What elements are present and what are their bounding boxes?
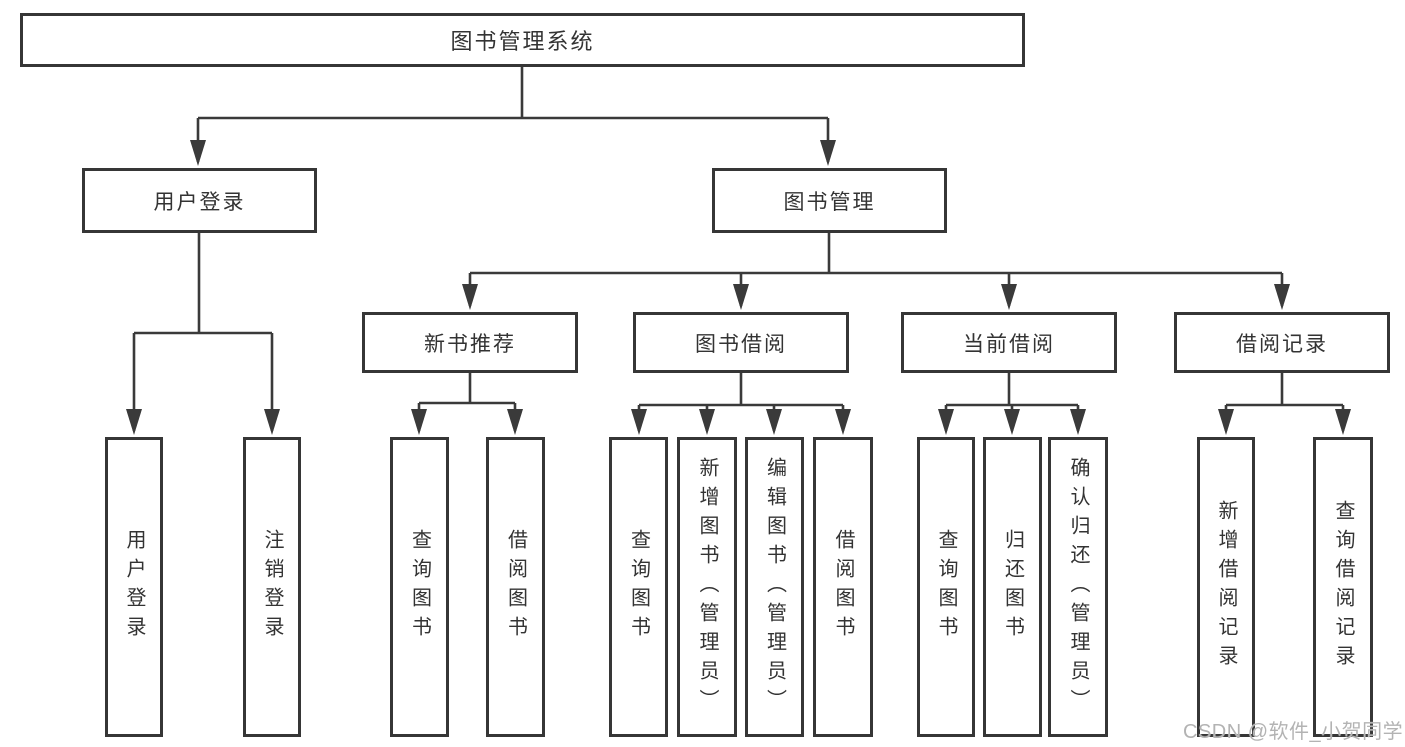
- leaf-nb-query-books-label: 查询图书: [408, 529, 431, 645]
- node-book-mgmt: 图书管理: [712, 168, 947, 233]
- leaf-cb-confirm-return-admin-label: 确认归还（管理员）: [1067, 456, 1089, 718]
- leaf-cb-query-books-label: 查询图书: [935, 529, 957, 645]
- node-root-label: 图书管理系统: [450, 29, 595, 54]
- leaf-br-query-record-label: 查询借阅记录: [1332, 500, 1354, 674]
- node-book-mgmt-label: 图书管理: [783, 190, 876, 214]
- node-borrow-records-label: 借阅记录: [1236, 332, 1328, 356]
- node-user-login: 用户登录: [82, 168, 317, 233]
- node-user-login-label: 用户登录: [153, 190, 246, 214]
- node-current-borrow: 当前借阅: [901, 312, 1117, 373]
- leaf-bb-edit-books-admin: 编辑图书（管理员）: [745, 437, 804, 737]
- node-book-borrow-label: 图书借阅: [695, 332, 787, 356]
- node-current-borrow-label: 当前借阅: [963, 332, 1055, 356]
- leaf-br-add-record: 新增借阅记录: [1197, 437, 1255, 737]
- node-new-book-recommend-label: 新书推荐: [424, 332, 516, 356]
- leaf-bb-borrow-books-label: 借阅图书: [832, 529, 854, 645]
- connectors-book-borrow: [631, 373, 851, 435]
- leaf-nb-query-books: 查询图书: [390, 437, 449, 737]
- leaf-logout-label: 注销登录: [261, 529, 283, 645]
- node-book-borrow: 图书借阅: [633, 312, 849, 373]
- leaf-br-add-record-label: 新增借阅记录: [1215, 500, 1237, 674]
- leaf-bb-add-books-admin-label: 新增图书（管理员）: [696, 456, 718, 718]
- connectors-user-login: [126, 233, 280, 435]
- leaf-logout: 注销登录: [243, 437, 301, 737]
- connectors-root: [190, 67, 836, 166]
- node-borrow-records: 借阅记录: [1174, 312, 1390, 373]
- leaf-cb-return-books: 归还图书: [983, 437, 1042, 737]
- leaf-nb-borrow-books: 借阅图书: [486, 437, 545, 737]
- leaf-bb-edit-books-admin-label: 编辑图书（管理员）: [763, 456, 786, 718]
- watermark: CSDN @软件_小贺同学: [1183, 721, 1404, 743]
- leaf-cb-query-books: 查询图书: [917, 437, 975, 737]
- node-new-book-recommend: 新书推荐: [362, 312, 578, 373]
- connectors-new-book-recommend: [411, 373, 523, 435]
- leaf-cb-confirm-return-admin: 确认归还（管理员）: [1048, 437, 1108, 737]
- connectors-borrow-records: [1218, 373, 1351, 435]
- leaf-bb-add-books-admin: 新增图书（管理员）: [677, 437, 737, 737]
- leaf-nb-borrow-books-label: 借阅图书: [504, 529, 527, 645]
- connectors-current-borrow: [938, 373, 1086, 435]
- leaf-br-query-record: 查询借阅记录: [1313, 437, 1373, 737]
- leaf-cb-return-books-label: 归还图书: [1001, 529, 1024, 645]
- node-root: 图书管理系统: [20, 13, 1025, 67]
- connectors-book-mgmt: [462, 233, 1290, 310]
- leaf-bb-query-books: 查询图书: [609, 437, 668, 737]
- leaf-bb-query-books-label: 查询图书: [627, 529, 650, 645]
- leaf-user-login: 用户登录: [105, 437, 163, 737]
- leaf-bb-borrow-books: 借阅图书: [813, 437, 873, 737]
- leaf-user-login-label: 用户登录: [123, 529, 145, 645]
